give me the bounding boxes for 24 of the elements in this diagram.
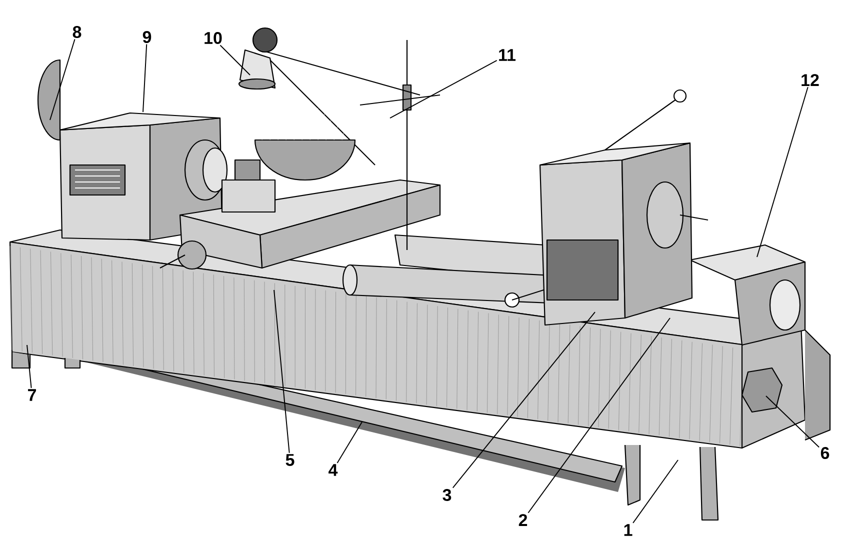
leader-line xyxy=(632,460,678,524)
callout-number: 9 xyxy=(142,30,152,44)
callout-number: 10 xyxy=(204,32,222,44)
leader-line xyxy=(756,86,808,258)
leader-line xyxy=(274,290,290,454)
leader-line xyxy=(528,318,670,514)
leader-line xyxy=(50,38,76,120)
leader-line xyxy=(766,396,820,448)
callout-number: 8 xyxy=(72,26,82,38)
callout-number: 2 xyxy=(518,514,528,526)
callout-number: 3 xyxy=(442,488,452,502)
callout-number: 7 xyxy=(28,389,36,401)
leader-line xyxy=(336,422,362,464)
leader-line xyxy=(452,312,596,488)
callout-number: 4 xyxy=(328,464,338,476)
callout-number: 1 xyxy=(624,524,632,536)
leader-line xyxy=(220,44,250,76)
callout-number: 6 xyxy=(820,446,830,460)
leader-line xyxy=(142,44,148,112)
callout-number: 12 xyxy=(802,74,819,86)
callout-number: 5 xyxy=(286,454,294,466)
callout-number: 11 xyxy=(499,49,516,61)
leader-line xyxy=(26,344,32,388)
leader-line xyxy=(390,60,498,118)
